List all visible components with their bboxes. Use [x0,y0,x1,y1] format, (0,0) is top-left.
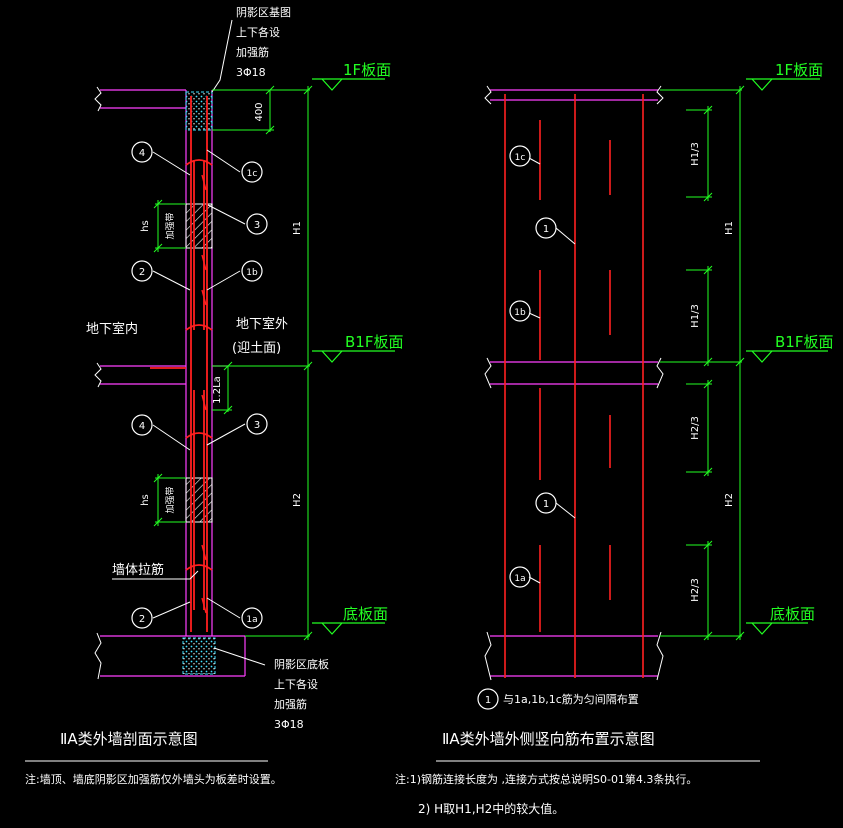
dim-h1-3-lower: H1/3 [690,304,701,328]
vertical-rebars-right [504,94,644,678]
bottom-callout-line-2: 上下各设 [274,677,318,691]
tag-4-lower: 4 [139,421,145,432]
left-level-markers [312,78,395,635]
left-note: 注:墙顶、墙底阴影区加强筋仅外墙头为板差时设置。 [25,772,282,786]
dim-h1-3-upper: H1/3 [690,142,701,166]
tag-1-note: 1 [485,695,491,706]
right-leaders [528,157,576,584]
top-shadow-zone [185,91,213,131]
right-labels: 1c 1 1b 1 1a 1 H1/3 H1/3 H2/3 H2/3 H1 H2… [395,61,833,816]
left-section-view [25,19,395,762]
tag-3-lower: 3 [254,420,260,431]
right-dimensions [660,85,745,641]
wall-outline [185,90,213,636]
top-callout-line-2: 上下各设 [236,25,280,39]
wall-tie-label: 墙体拉筋 [112,562,164,578]
spacing-note: 与1a,1b,1c筋为匀间隔布置 [503,692,639,706]
level-1f-left: 1F板面 [343,61,391,79]
dim-h2-right: H2 [724,493,735,507]
right-elevation-view [436,78,828,762]
tag-1b-right: 1b [514,308,526,318]
left-labels: 阴影区基图 上下各设 加强筋 3Φ18 400 1.2La hs 加强带 hs … [25,6,403,786]
right-title: ⅡA类外墙外侧竖向筋布置示意图 [442,730,655,748]
band-label-lower: 加强带 [165,486,176,513]
dim-400: 400 [254,102,265,121]
tag-1c-right: 1c [515,153,526,163]
tag-1a-right: 1a [514,574,525,584]
dim-h1-left: H1 [292,221,303,235]
break-marks-left [94,86,102,680]
top-callout-line-3: 加强筋 [236,45,269,59]
backfill-label: (迎土面) [232,341,281,356]
reinforcement-band-lower [185,477,213,523]
bottom-callout-line-1: 阴影区底板 [274,657,329,671]
left-dimensions [153,85,313,641]
room-inside-label: 地下室内 [86,321,138,337]
slabs-right [490,89,658,677]
reinforcement-band-upper [185,203,213,249]
right-note-1: 注:1)钢筋连接长度为 ,连接方式按总说明S0-01第4.3条执行。 [395,772,697,786]
dim-1-2la: 1.2La [212,376,223,404]
bottom-shadow-zone [182,637,216,675]
level-b1f-left: B1F板面 [345,333,403,351]
rebar-ticks [201,174,207,614]
tag-4-upper: 4 [139,148,145,159]
level-bottom-left: 底板面 [343,605,388,623]
tag-3-upper: 3 [254,220,260,231]
level-b1f-right: B1F板面 [775,333,833,351]
dim-h2-3-upper: H2/3 [690,416,701,440]
bottom-callout-line-3: 加强筋 [274,697,307,711]
level-1f-right: 1F板面 [775,61,823,79]
tag-2-upper: 2 [139,267,145,278]
dim-h2-left: H2 [292,493,303,507]
tag-1-upper-right: 1 [543,224,549,235]
level-bottom-right: 底板面 [770,605,815,623]
slab-1f-left [100,89,186,109]
dim-h1-right: H1 [724,221,735,235]
top-callout-line-4: 3Φ18 [236,66,266,79]
wall-rebars [150,96,213,632]
left-title: ⅡA类外墙剖面示意图 [60,730,198,748]
left-leaders [112,19,266,666]
dim-hs-upper: hs [140,220,151,232]
top-callout-line-1: 阴影区基图 [236,6,291,19]
tag-2-lower: 2 [139,614,145,625]
break-marks-right [484,85,664,681]
right-note-2: 2) H取H1,H2中的较大值。 [418,801,564,816]
left-tag-circles [131,141,268,629]
band-label-upper: 加强带 [165,212,176,239]
tag-1c-left: 1c [247,169,258,179]
dim-hs-lower: hs [140,494,151,506]
tag-1a-left: 1a [246,615,257,625]
slab-bottom-left [100,635,246,677]
bottom-callout-line-4: 3Φ18 [274,718,304,731]
tag-1-lower-right: 1 [543,499,549,510]
room-outside-label: 地下室外 [236,316,288,332]
tag-1b-left: 1b [246,268,258,278]
right-level-markers [746,78,828,635]
dim-h2-3-lower: H2/3 [690,578,701,602]
right-tag-circles [477,145,557,710]
